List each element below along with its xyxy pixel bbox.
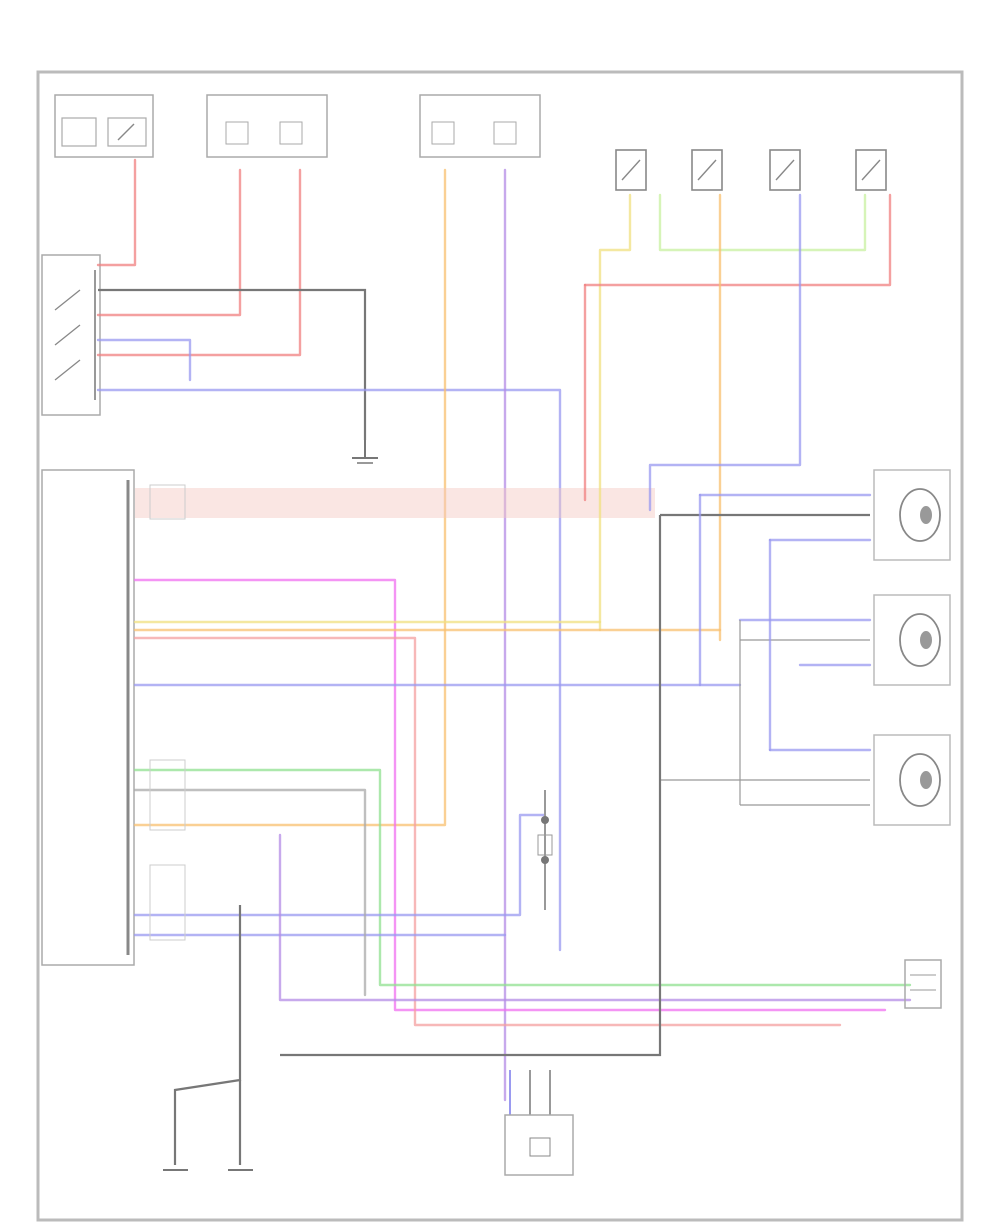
wire-red-2	[96, 168, 242, 317]
harness-band-pink	[135, 488, 655, 518]
speaker-2	[873, 594, 951, 686]
ground-upper	[352, 440, 378, 464]
wire-blue-relay	[648, 193, 802, 512]
wire-red-relay	[583, 193, 892, 287]
wire-blue-4	[133, 813, 547, 917]
wire-group	[96, 158, 912, 1102]
diagram-border	[36, 70, 964, 1222]
wire-pink-2	[133, 636, 842, 1027]
ground-bottom-left	[163, 905, 253, 1171]
wire-black-vert	[280, 515, 662, 1057]
wire-blue-1	[96, 338, 192, 382]
speaker-icon	[899, 613, 941, 667]
middle-switch	[537, 790, 553, 910]
wire-magenta-1	[133, 578, 887, 1012]
speaker-icon	[899, 488, 941, 542]
top-relay-4	[855, 149, 887, 191]
wire-blue-2	[96, 388, 562, 952]
top-fuse-box-2	[419, 94, 541, 158]
top-relay-1	[615, 149, 647, 191]
left-unit-pins	[149, 484, 186, 941]
top-fuse-box-1	[206, 94, 328, 158]
speaker-1	[873, 469, 951, 561]
right-bottom-connector	[904, 959, 942, 1009]
wire-green-relay	[658, 193, 867, 252]
left-audio-unit	[41, 469, 135, 966]
speaker-3	[873, 734, 951, 826]
wire-black-1	[98, 288, 367, 440]
wire-red-3	[96, 168, 302, 357]
top-left-switch-box	[54, 94, 154, 158]
wire-gray-1	[133, 788, 367, 997]
wire-orange-1	[133, 168, 447, 827]
bottom-center-connector	[504, 1070, 574, 1176]
top-relay-3	[769, 149, 801, 191]
top-relay-2	[691, 149, 723, 191]
left-upper-module	[41, 254, 101, 416]
wire-green-1	[133, 768, 912, 987]
wire-red-1	[96, 158, 137, 267]
speaker-icon	[899, 753, 941, 807]
wire-yellow-1	[598, 193, 632, 632]
wire-purple-2	[278, 833, 912, 1002]
